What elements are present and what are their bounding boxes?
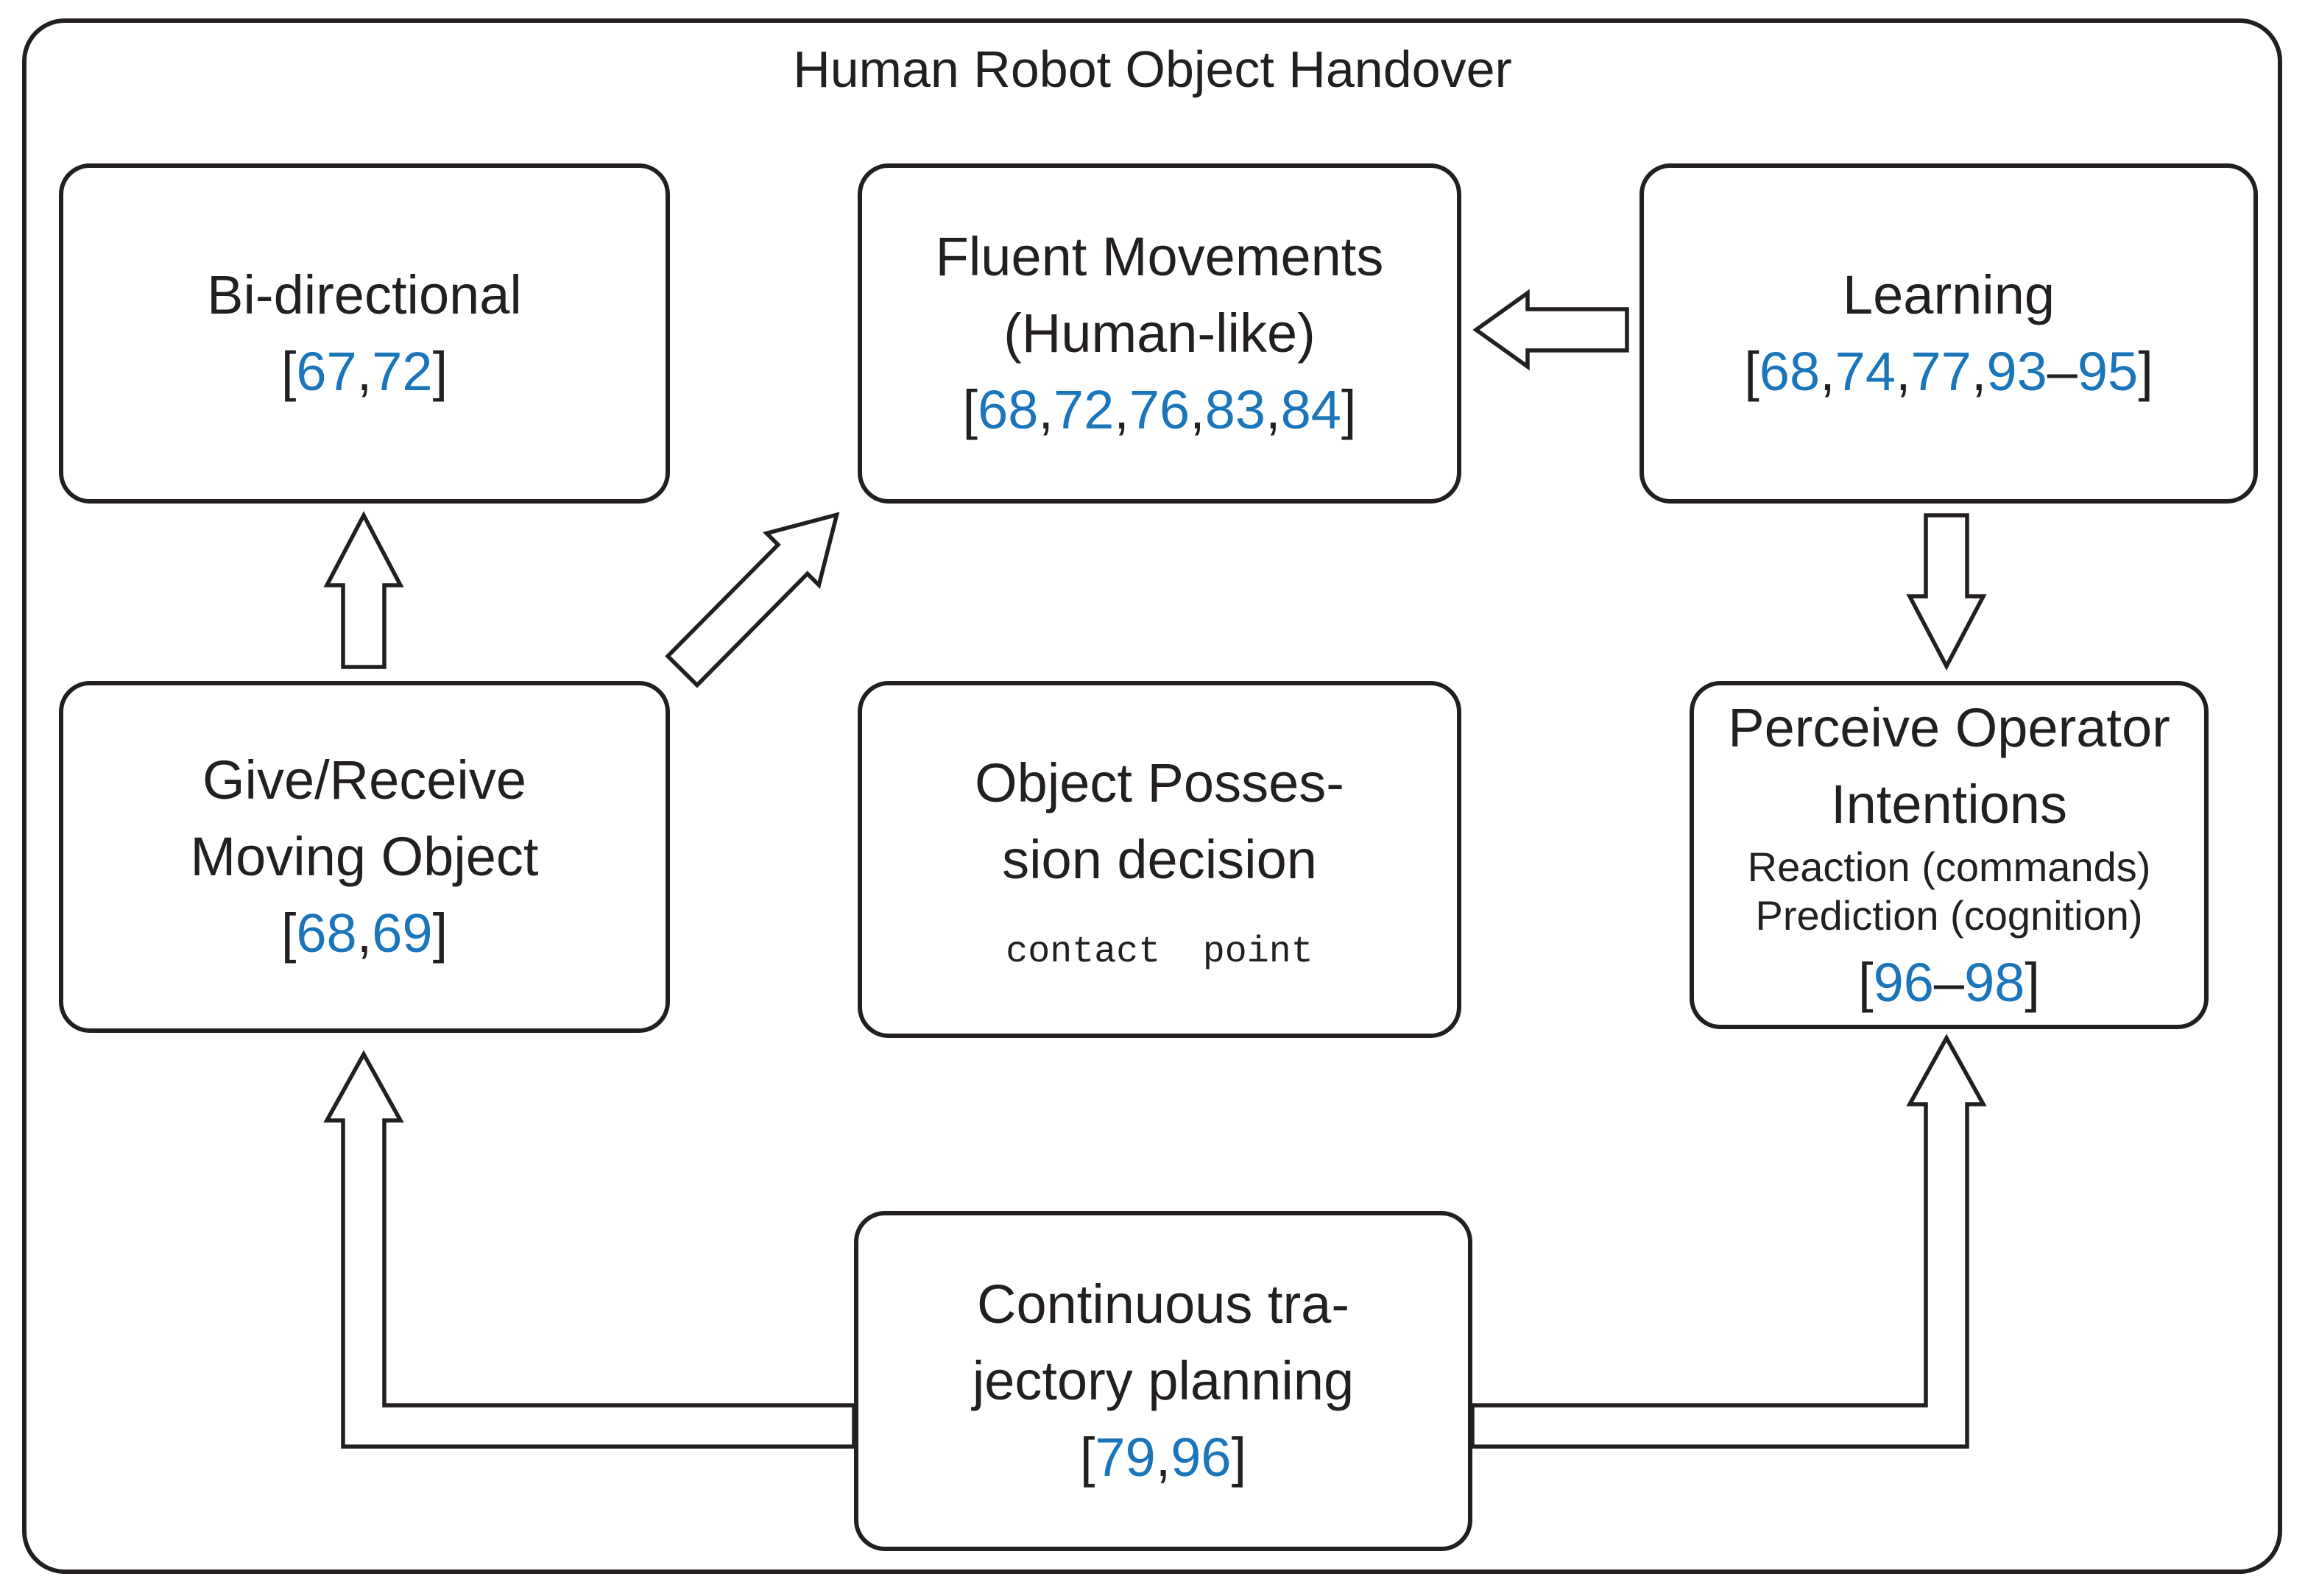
citation: [68,74,77,93–95] (1744, 341, 2153, 402)
arrow-continuous-trajectory-to-perceive-operator (1470, 1034, 1987, 1449)
box-bi-directional: Bi-directional [67,72] (59, 163, 670, 504)
box-label-line: Moving Object (190, 826, 539, 887)
box-sub-line: Prediction (cognition) (1755, 891, 2143, 939)
box-learning: Learning [68,74,77,93–95] (1639, 163, 2258, 504)
citation: [67,72] (280, 341, 448, 402)
box-label-line: Intentions (1831, 773, 2067, 835)
arrow-continuous-trajectory-to-give-receive (323, 1050, 856, 1449)
arrow-give-receive-to-bi-directional (323, 511, 404, 669)
citation: [96–98] (1858, 951, 2040, 1013)
citation: [79,96] (1079, 1427, 1247, 1488)
box-continuous-trajectory-planning: Continuous tra- jectory planning [79,96] (854, 1211, 1472, 1551)
box-label-line: Bi-directional (207, 264, 522, 325)
box-label-line: jectory planning (972, 1350, 1355, 1411)
box-fluent-movements: Fluent Movements (Human-like) [68,72,76,… (858, 163, 1461, 504)
arrow-give-receive-to-fluent-movements (665, 512, 840, 688)
box-label-line: Fluent Movements (935, 226, 1384, 287)
citation: [68,72,76,83,84] (962, 379, 1357, 440)
box-perceive-operator-intentions: Perceive Operator Intentions Reaction (c… (1690, 681, 2209, 1029)
arrow-learning-to-fluent-movements (1472, 289, 1629, 371)
box-label-line: Give/Receive (202, 749, 527, 811)
box-label-line: Perceive Operator (1728, 696, 2170, 758)
box-label-line: Continuous tra- (977, 1274, 1349, 1335)
box-label-line: Object Posses- (975, 752, 1344, 813)
box-give-receive: Give/Receive Moving Object [68,69] (59, 681, 670, 1033)
box-label-line: (Human-like) (1003, 303, 1316, 364)
contact-point-note: contact point (1006, 931, 1313, 973)
box-sub-line: Reaction (commands) (1747, 843, 2151, 890)
box-object-possession: Object Posses- sion decision contact poi… (858, 681, 1461, 1038)
arrow-learning-to-perceive-operator (1906, 513, 1987, 671)
box-label-line: sion decision (1002, 828, 1317, 890)
box-label-line: Learning (1842, 264, 2055, 325)
diagram-title: Human Robot Object Handover (793, 40, 1512, 98)
citation: [68,69] (280, 903, 448, 964)
